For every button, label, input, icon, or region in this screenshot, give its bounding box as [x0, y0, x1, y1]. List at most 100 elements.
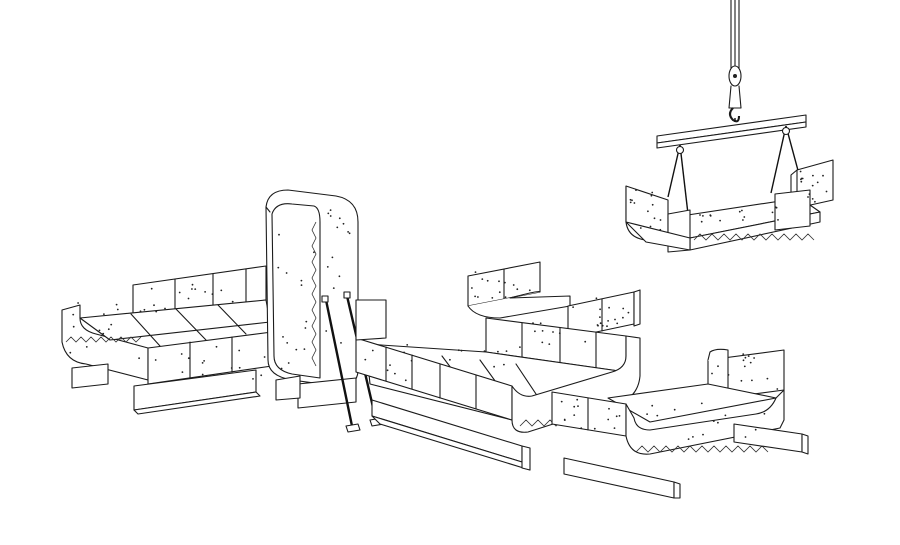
stipple-dot: [711, 372, 713, 375]
stipple-dot: [143, 308, 146, 311]
stipple-dot: [816, 181, 819, 184]
stipple-dot: [285, 272, 288, 274]
stipple-dot: [497, 350, 499, 353]
stipple-dot: [181, 371, 184, 373]
stipple-dot: [687, 438, 690, 440]
stipple-dot: [744, 356, 747, 359]
stipple-dot: [541, 330, 544, 332]
stipple-dot: [751, 379, 753, 382]
stipple-dot: [282, 336, 284, 338]
stipple-dot: [740, 379, 743, 382]
stipple-dot: [808, 193, 811, 196]
stipple-dot: [580, 427, 583, 429]
stipple-dot: [325, 330, 328, 332]
stipple-dot: [812, 174, 814, 177]
stipple-dot: [154, 359, 157, 361]
stipple-dot: [230, 367, 233, 369]
stipple-dot: [211, 293, 214, 295]
stipple-dot: [295, 348, 298, 351]
stipple-dot: [150, 287, 153, 290]
stipple-dot: [404, 379, 407, 382]
stipple-dot: [616, 322, 619, 325]
stipple-dot: [331, 256, 334, 259]
stipple-dot: [72, 325, 75, 328]
stipple-dot: [753, 357, 755, 359]
stipple-dot: [747, 355, 750, 357]
stipple-dot: [560, 400, 563, 403]
stipple-dot: [187, 357, 190, 360]
stipple-dot: [481, 278, 484, 280]
stipple-dot: [608, 306, 610, 309]
stipple-dot: [191, 288, 193, 290]
concrete-stipple: [69, 170, 828, 440]
stipple-dot: [649, 225, 652, 228]
stipple-dot: [386, 369, 389, 372]
stipple-dot: [72, 313, 75, 316]
stipple-dot: [763, 412, 766, 415]
stipple-dot: [348, 232, 351, 235]
stipple-dot: [548, 343, 551, 345]
stipple-dot: [532, 322, 534, 324]
stipple-dot: [738, 210, 741, 213]
stipple-dot: [474, 271, 477, 273]
stipple-dot: [215, 345, 218, 348]
stipple-dot: [577, 405, 579, 407]
stipple-dot: [651, 404, 654, 407]
stipple-dot: [563, 418, 566, 421]
front-right-u-channel: [551, 348, 809, 499]
stipple-dot: [329, 209, 332, 212]
stipple-dot: [503, 363, 505, 366]
stipple-dot: [313, 251, 315, 254]
stipple-dot: [110, 323, 113, 326]
stipple-dot: [699, 214, 701, 216]
stipple-dot: [332, 287, 335, 289]
stipple-dot: [659, 228, 662, 231]
upright-box-section: [265, 189, 359, 409]
stipple-dot: [635, 189, 637, 192]
stipple-dot: [741, 209, 743, 212]
stipple-dot: [651, 191, 654, 194]
stipple-dot: [573, 414, 576, 416]
stipple-dot: [338, 217, 341, 220]
stipple-dot: [252, 378, 254, 380]
stipple-dot: [651, 203, 654, 206]
stipple-dot: [115, 303, 118, 306]
stipple-dot: [347, 231, 349, 233]
stipple-dot: [457, 349, 460, 352]
stipple-dot: [811, 198, 814, 200]
stipple-dot: [822, 174, 824, 177]
stipple-dot: [364, 358, 367, 361]
stipple-dot: [599, 316, 601, 318]
stipple-dot: [727, 374, 730, 376]
stipple-dot: [534, 330, 536, 333]
stipple-dot: [460, 349, 463, 352]
stipple-dot: [180, 353, 183, 355]
stipple-dot: [541, 341, 544, 344]
stipple-dot: [406, 344, 409, 346]
stipple-dot: [700, 220, 703, 223]
stipple-dot: [371, 349, 374, 352]
stipple-dot: [539, 322, 542, 325]
stipple-dot: [749, 361, 752, 364]
stipple-dot: [194, 288, 197, 290]
stipple-dot: [775, 206, 778, 209]
crane-hook: [728, 0, 742, 123]
stipple-dot: [639, 227, 642, 229]
stipple-dot: [692, 436, 694, 438]
rear-u-channel: [467, 261, 641, 339]
stipple-dot: [77, 302, 79, 304]
stipple-dot: [744, 436, 747, 438]
stipple-dot: [743, 365, 746, 368]
spreader-beam: [656, 114, 807, 149]
stipple-dot: [618, 415, 621, 417]
stipple-dot: [327, 212, 330, 215]
stipple-dot: [771, 211, 774, 214]
stipple-dot: [593, 427, 596, 430]
stipple-dot: [191, 283, 194, 286]
stipple-dot: [622, 316, 624, 319]
stipple-dot: [449, 358, 451, 361]
suspended-u-channel: [625, 159, 834, 253]
stipple-dot: [807, 196, 809, 198]
stipple-dot: [613, 427, 616, 429]
